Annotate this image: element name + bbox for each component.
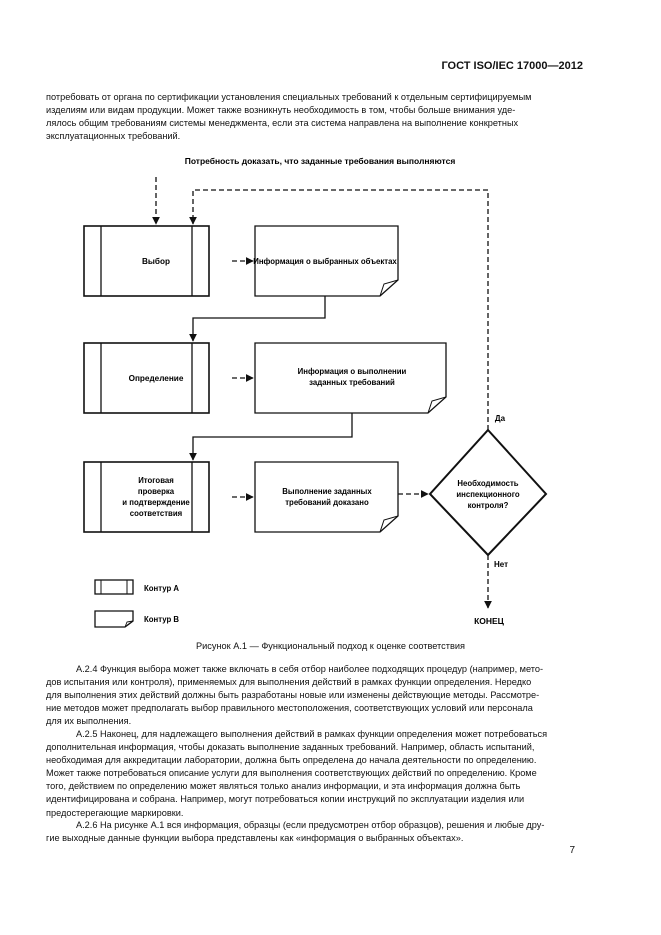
no-label: Нет	[494, 560, 508, 569]
selected-info-document: Информация о выбранных объектах	[253, 225, 399, 297]
page-number: 7	[569, 845, 575, 856]
info-to-review-arrow	[189, 413, 353, 461]
requirement-label: Потребность доказать, что заданные требо…	[185, 156, 456, 166]
decision-label: Необходимость	[457, 479, 518, 488]
flow-connectors	[152, 177, 492, 609]
intro-paragraph: потребовать от органа по сертификации ус…	[46, 91, 584, 143]
info-to-determination-arrow	[189, 296, 326, 342]
review-label: проверка	[138, 487, 175, 496]
legend-contour-a: Контур А	[94, 579, 179, 595]
text-line: изделиям или видам продукции. Может такж…	[46, 105, 516, 116]
legend-contour-b-label: Контур В	[144, 615, 179, 624]
text-line: предостерегающие маркировки.	[46, 807, 184, 818]
text-line: потребовать от органа по сертификации ус…	[46, 92, 532, 102]
document-header: ГОСТ ISO/IEC 17000—2012	[441, 60, 583, 72]
text-line: необходимая для аккредитации лаборатории…	[46, 755, 537, 766]
text-line: А.2.4 Функция выбора может также включат…	[76, 664, 544, 674]
selection-box: Выбор	[83, 225, 210, 297]
text-line: А.2.5 Наконец, для надлежащего выполнени…	[76, 729, 548, 739]
fulfilment-proven-label: Выполнение заданных	[282, 487, 372, 496]
review-label: и подтверждение	[122, 498, 190, 507]
fulfilment-info-label: Информация о выполнении	[298, 367, 407, 376]
text-line: для выполнения этих действий должны быть…	[46, 690, 540, 701]
figure-caption: Рисунок А.1 — Функциональный подход к оц…	[196, 641, 465, 651]
paragraph-a25: А.2.5 Наконец, для надлежащего выполнени…	[46, 728, 584, 820]
review-label: соответствия	[130, 509, 182, 518]
paragraph-a24: А.2.4 Функция выбора может также включат…	[46, 663, 584, 728]
functional-approach-diagram: Потребность доказать, что заданные требо…	[83, 156, 548, 628]
text-line: того, действием по определению может явл…	[46, 781, 521, 792]
legend-contour-a-label: Контур А	[144, 584, 179, 593]
decision-label: инспекционного	[456, 490, 519, 499]
text-line: для их выполнения.	[46, 716, 132, 727]
text-line: гие выходные данные функции выбора предс…	[46, 833, 464, 844]
selection-label: Выбор	[142, 256, 170, 266]
fulfilment-proven-document: Выполнение заданных требований доказано	[254, 461, 399, 533]
decision-label: контроля?	[468, 501, 509, 510]
paragraph-a26: А.2.6 На рисунке А.1 вся информация, обр…	[46, 819, 584, 845]
yes-label: Да	[495, 414, 506, 423]
determination-box: Определение	[83, 342, 210, 414]
text-line: лялось общим требованиям системы менеджм…	[46, 118, 519, 129]
selected-info-label: Информация о выбранных объектах	[253, 257, 397, 266]
feedback-loop	[189, 189, 489, 430]
review-label: Итоговая	[138, 476, 174, 485]
text-line: эксплуатационных требований.	[46, 131, 181, 142]
inspection-decision: Необходимость инспекционного контроля?	[428, 428, 548, 557]
fulfilment-proven-label: требований доказано	[285, 498, 369, 507]
review-box: Итоговая проверка и подтверждение соотве…	[83, 461, 210, 533]
fulfilment-info-document: Информация о выполнении заданных требова…	[254, 342, 447, 414]
text-line: А.2.6 На рисунке А.1 вся информация, обр…	[76, 820, 545, 830]
text-line: Может также потребоваться описание услуг…	[46, 768, 537, 779]
text-line: ние методов может предполагать выбор пра…	[46, 703, 533, 714]
text-line: идентифицирована и собрана. Например, мо…	[46, 794, 525, 805]
fulfilment-info-label: заданных требований	[309, 378, 395, 387]
text-line: дов испытания или контроля), применяемых…	[46, 677, 532, 688]
text-line: дополнительная информация, чтобы доказат…	[46, 742, 535, 753]
legend-contour-b: Контур В	[94, 610, 179, 628]
end-label: КОНЕЦ	[474, 616, 505, 626]
determination-label: Определение	[129, 374, 184, 383]
